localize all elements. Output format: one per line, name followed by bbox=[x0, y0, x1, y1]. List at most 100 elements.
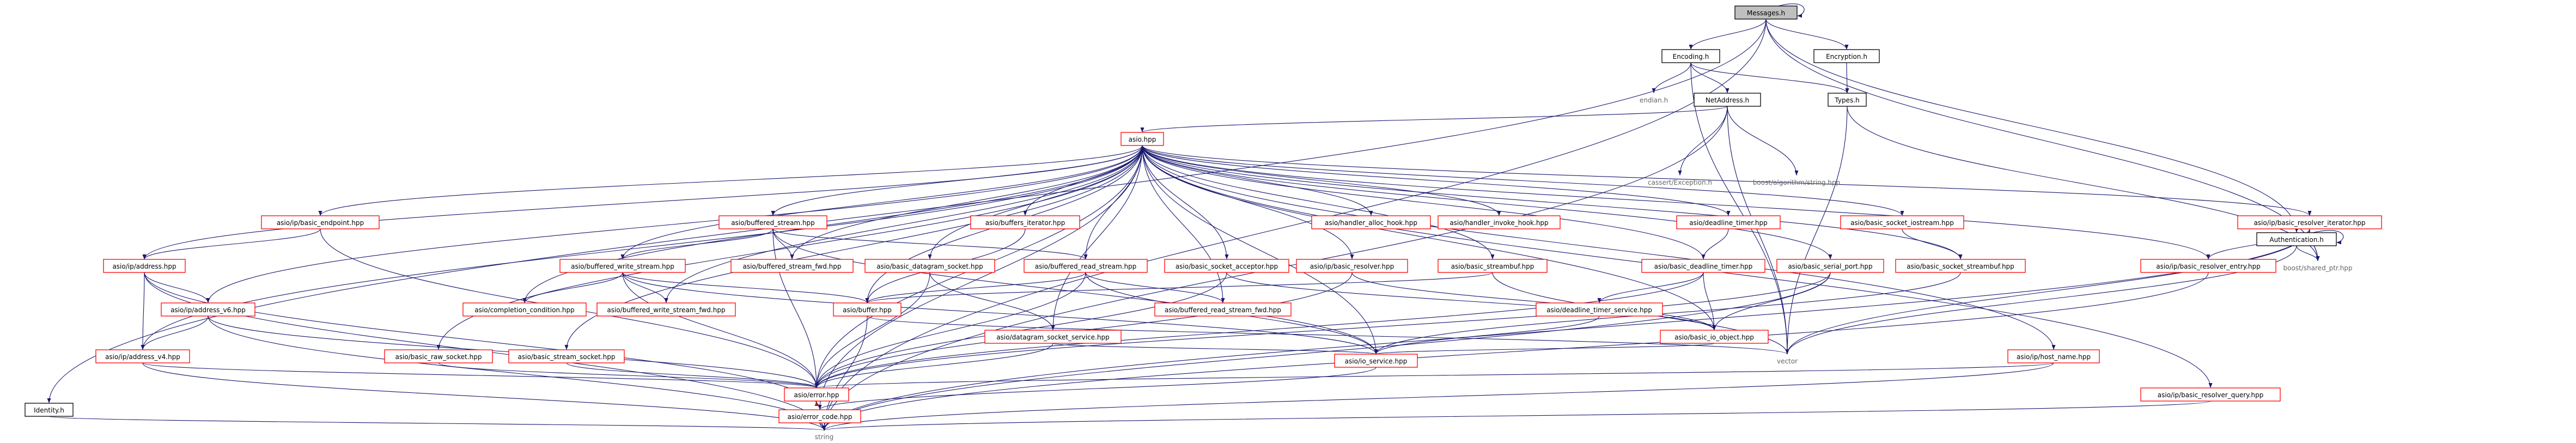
edge-types-to-boost_shared bbox=[1847, 106, 2320, 262]
svg-text:asio/error.hpp: asio/error.hpp bbox=[794, 391, 839, 399]
edge-buffered_write_stream-to-completion_condition bbox=[522, 272, 623, 304]
svg-text:asio/basic_datagram_socket.hpp: asio/basic_datagram_socket.hpp bbox=[876, 263, 983, 270]
node-ip-basic-resolver-hpp[interactable]: asio/ip/basic_resolver.hpp bbox=[1296, 259, 1408, 273]
edge-asio-to-datagram_socket_service bbox=[1051, 145, 1143, 331]
svg-text:Types.h: Types.h bbox=[1834, 96, 1859, 104]
svg-text:asio/basic_streambuf.hpp: asio/basic_streambuf.hpp bbox=[1451, 263, 1534, 270]
node-asio-hpp[interactable]: asio.hpp bbox=[1120, 132, 1164, 146]
edge-ip_basic_resolver_iterator-to-vector bbox=[1785, 228, 2310, 355]
node-endian-h[interactable]: endian.h bbox=[1631, 93, 1677, 106]
node-encryption-h[interactable]: Encryption.h bbox=[1813, 49, 1880, 63]
node-datagram-socket-service-hpp[interactable]: asio/datagram_socket_service.hpp bbox=[984, 330, 1122, 344]
node-basic-socket-iostream-hpp[interactable]: asio/basic_socket_iostream.hpp bbox=[1840, 215, 1964, 229]
node-buffer-hpp[interactable]: asio/buffer.hpp bbox=[833, 302, 902, 317]
node-messages-h[interactable]: Messages.h bbox=[1734, 5, 1798, 20]
svg-text:Messages.h: Messages.h bbox=[1747, 9, 1785, 17]
node-ip-basic-resolver-entry-hpp[interactable]: asio/ip/basic_resolver_entry.hpp bbox=[2140, 259, 2276, 273]
svg-text:asio/handler_alloc_hook.hpp: asio/handler_alloc_hook.hpp bbox=[1325, 219, 1417, 227]
node-basic-stream-socket-hpp[interactable]: asio/basic_stream_socket.hpp bbox=[508, 349, 625, 363]
svg-text:boost/algorithm/string.hpp: boost/algorithm/string.hpp bbox=[1753, 179, 1840, 186]
edge-asio-to-buffered_read_stream_fwd bbox=[1142, 145, 1225, 304]
node-error-code-hpp[interactable]: asio/error_code.hpp bbox=[778, 409, 861, 423]
edge-asio-to-buffers_iterator bbox=[1023, 145, 1143, 216]
edge-basic_socket_acceptor-to-basic_io_object bbox=[1226, 272, 1716, 331]
edge-buffered_write_stream-to-buffer bbox=[622, 272, 869, 304]
svg-text:boost/shared_ptr.hpp: boost/shared_ptr.hpp bbox=[2283, 264, 2353, 272]
svg-text:asio/ip/basic_resolver_entry.h: asio/ip/basic_resolver_entry.hpp bbox=[2156, 263, 2261, 270]
node-netaddress-h[interactable]: NetAddress.h bbox=[1694, 93, 1761, 107]
node-basic-datagram-socket-hpp[interactable]: asio/basic_datagram_socket.hpp bbox=[864, 259, 995, 273]
node-cassert-exception-h[interactable]: cassert/Exception.h bbox=[1639, 175, 1721, 189]
svg-text:endian.h: endian.h bbox=[1640, 96, 1668, 104]
edge-authentication-to-authentication bbox=[2312, 230, 2344, 245]
node-basic-raw-socket-hpp[interactable]: asio/basic_raw_socket.hpp bbox=[384, 349, 493, 363]
node-basic-serial-port-hpp[interactable]: asio/basic_serial_port.hpp bbox=[1776, 259, 1884, 273]
edge-messages-to-messages bbox=[1778, 3, 1805, 18]
edge-identity-to-string bbox=[48, 416, 826, 431]
node-boost-algorithm-string-hpp[interactable]: boost/algorithm/string.hpp bbox=[1743, 175, 1850, 189]
node-boost-shared-ptr-hpp[interactable]: boost/shared_ptr.hpp bbox=[2270, 261, 2365, 274]
node-ip-basic-resolver-query-hpp[interactable]: asio/ip/basic_resolver_query.hpp bbox=[2140, 387, 2281, 402]
node-buffered-stream-fwd-hpp[interactable]: asio/buffered_stream_fwd.hpp bbox=[730, 259, 854, 273]
node-ip-address-hpp[interactable]: asio/ip/address.hpp bbox=[103, 259, 186, 273]
node-error-hpp[interactable]: asio/error.hpp bbox=[784, 387, 849, 402]
edge-asio-to-ip_basic_resolver bbox=[1142, 145, 1354, 260]
node-deadline-timer-hpp[interactable]: asio/deadline_timer.hpp bbox=[1676, 215, 1781, 229]
node-buffers-iterator-hpp[interactable]: asio/buffers_iterator.hpp bbox=[970, 215, 1080, 229]
svg-text:asio/basic_socket_acceptor.hpp: asio/basic_socket_acceptor.hpp bbox=[1176, 263, 1278, 270]
node-string[interactable]: string bbox=[806, 430, 842, 442]
svg-text:asio/datagram_socket_service.h: asio/datagram_socket_service.hpp bbox=[996, 333, 1109, 341]
edges-layer bbox=[47, 3, 2344, 431]
node-basic-streambuf-hpp[interactable]: asio/basic_streambuf.hpp bbox=[1438, 259, 1548, 273]
node-basic-socket-acceptor-hpp[interactable]: asio/basic_socket_acceptor.hpp bbox=[1164, 259, 1289, 273]
edge-asio-to-basic_serial_port bbox=[1142, 145, 1832, 260]
node-handler-alloc-hook-hpp[interactable]: asio/handler_alloc_hook.hpp bbox=[1311, 215, 1431, 229]
node-io-service-hpp[interactable]: asio/io_service.hpp bbox=[1334, 354, 1418, 368]
svg-text:asio/ip/basic_resolver_iterato: asio/ip/basic_resolver_iterator.hpp bbox=[2254, 219, 2365, 227]
edge-encoding-to-endian bbox=[1652, 62, 1691, 94]
node-deadline-timer-service-hpp[interactable]: asio/deadline_timer_service.hpp bbox=[1536, 302, 1663, 317]
svg-text:asio/basic_raw_socket.hpp: asio/basic_raw_socket.hpp bbox=[395, 353, 482, 361]
edge-ip_host_name-to-string bbox=[822, 362, 2054, 431]
node-encoding-h[interactable]: Encoding.h bbox=[1661, 49, 1720, 63]
svg-text:Authentication.h: Authentication.h bbox=[2269, 236, 2324, 244]
node-ip-host-name-hpp[interactable]: asio/ip/host_name.hpp bbox=[2007, 349, 2100, 363]
svg-text:asio/buffered_write_stream_fwd: asio/buffered_write_stream_fwd.hpp bbox=[607, 306, 725, 314]
node-ip-basic-endpoint-hpp[interactable]: asio/ip/basic_endpoint.hpp bbox=[261, 215, 380, 229]
svg-text:asio/basic_stream_socket.hpp: asio/basic_stream_socket.hpp bbox=[518, 353, 616, 361]
edge-asio-to-handler_invoke_hook bbox=[1142, 145, 1501, 216]
edge-buffered_read_stream-to-buffer bbox=[865, 272, 1086, 304]
node-buffered-stream-hpp[interactable]: asio/buffered_stream.hpp bbox=[718, 215, 827, 229]
node-identity-h[interactable]: Identity.h bbox=[25, 403, 74, 417]
edge-buffered_read_stream-to-buffered_read_stream_fwd bbox=[1085, 272, 1225, 304]
node-handler-invoke-hook-hpp[interactable]: asio/handler_invoke_hook.hpp bbox=[1438, 215, 1561, 229]
node-buffered-read-stream-fwd-hpp[interactable]: asio/buffered_read_stream_fwd.hpp bbox=[1154, 302, 1292, 317]
node-ip-basic-resolver-iterator-hpp[interactable]: asio/ip/basic_resolver_iterator.hpp bbox=[2237, 215, 2382, 229]
edge-asio-to-basic_socket_acceptor bbox=[1142, 145, 1229, 260]
svg-text:asio/ip/basic_resolver_query.h: asio/ip/basic_resolver_query.hpp bbox=[2158, 391, 2263, 399]
node-buffered-read-stream-hpp[interactable]: asio/buffered_read_stream.hpp bbox=[1024, 259, 1148, 273]
node-basic-socket-streambuf-hpp[interactable]: asio/basic_socket_streambuf.hpp bbox=[1895, 259, 2026, 273]
svg-text:asio/basic_deadline_timer.hpp: asio/basic_deadline_timer.hpp bbox=[1654, 263, 1753, 270]
node-basic-deadline-timer-hpp[interactable]: asio/basic_deadline_timer.hpp bbox=[1641, 259, 1765, 273]
svg-text:asio/ip/host_name.hpp: asio/ip/host_name.hpp bbox=[2017, 353, 2091, 361]
edge-messages-to-encryption bbox=[1765, 19, 1849, 50]
edge-basic_datagram_socket-to-datagram_socket_service bbox=[929, 272, 1055, 331]
svg-text:asio/basic_io_object.hpp: asio/basic_io_object.hpp bbox=[1674, 333, 1754, 341]
node-buffered-write-stream-fwd-hpp[interactable]: asio/buffered_write_stream_fwd.hpp bbox=[596, 302, 736, 317]
edge-ip_address_v6-to-ip_address_v4 bbox=[141, 315, 209, 350]
node-authentication-h[interactable]: Authentication.h bbox=[2256, 232, 2337, 246]
edge-messages-to-identity bbox=[47, 19, 1767, 404]
edge-error_code-to-string bbox=[819, 422, 826, 431]
node-buffered-write-stream-hpp[interactable]: asio/buffered_write_stream.hpp bbox=[559, 259, 686, 273]
node-ip-address-v6-hpp[interactable]: asio/ip/address_v6.hpp bbox=[161, 302, 255, 317]
node-ip-address-v4-hpp[interactable]: asio/ip/address_v4.hpp bbox=[95, 349, 190, 363]
node-completion-condition-hpp[interactable]: asio/completion_condition.hpp bbox=[462, 302, 587, 317]
svg-text:asio.hpp: asio.hpp bbox=[1129, 136, 1156, 143]
edge-ip_address_v4-to-error bbox=[142, 362, 819, 389]
node-basic-io-object-hpp[interactable]: asio/basic_io_object.hpp bbox=[1660, 330, 1769, 344]
edge-ip_address-to-ip_address_v6 bbox=[144, 272, 210, 304]
edge-asio-to-basic_streambuf bbox=[1142, 145, 1495, 260]
node-types-h[interactable]: Types.h bbox=[1828, 93, 1867, 107]
node-vector[interactable]: vector bbox=[1768, 354, 1806, 367]
